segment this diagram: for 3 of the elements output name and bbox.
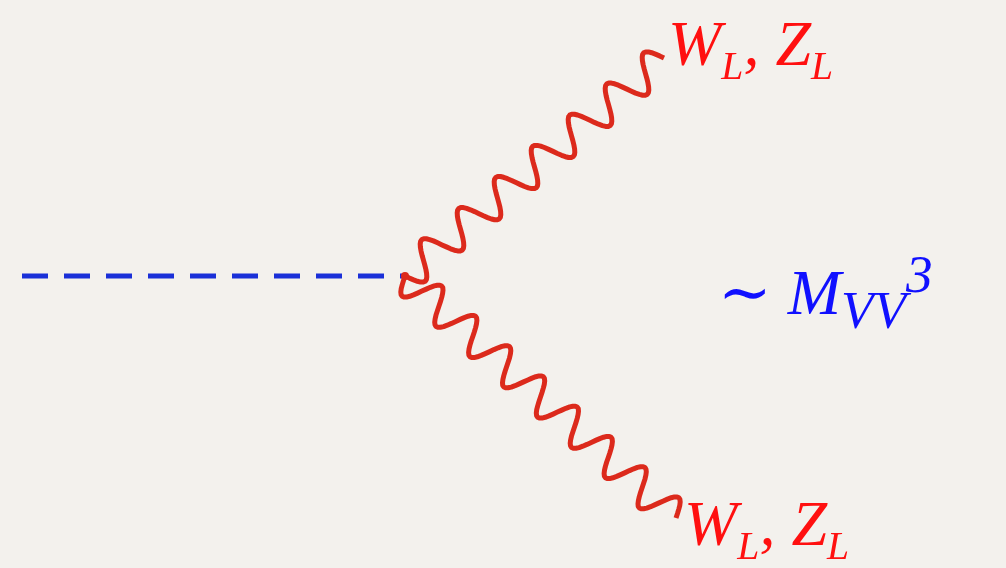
particle-label: W$_{L}$, Z$_{L}$ bbox=[668, 12, 834, 87]
vertex-point bbox=[401, 272, 409, 280]
particle-label: W$_{L}$, Z$_{L}$ bbox=[684, 492, 850, 567]
